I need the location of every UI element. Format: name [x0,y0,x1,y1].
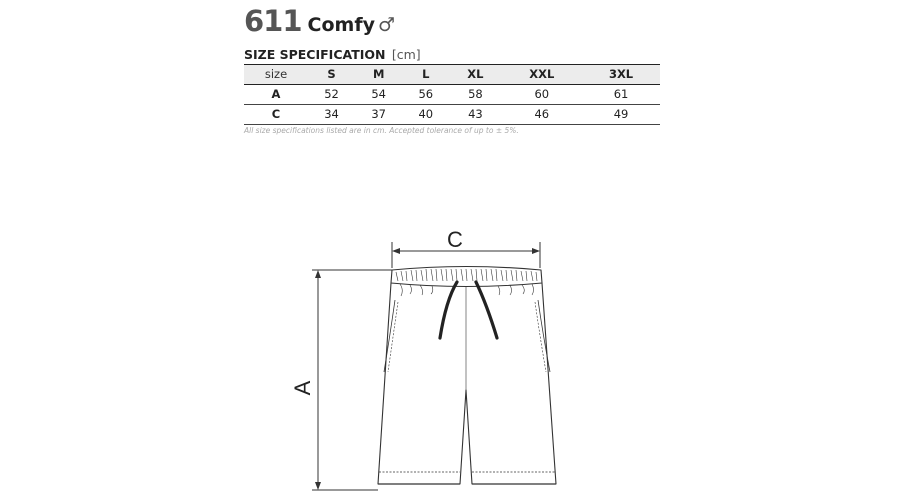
table-cell: 46 [534,107,550,121]
column-header: XL [467,67,484,81]
table-cell: 43 [468,107,483,121]
dimension-a [312,269,392,491]
male-symbol-icon: ♂ [378,14,396,36]
size-spec-title-text: SIZE SPECIFICATION [244,47,386,62]
table-cell: 40 [418,107,434,121]
table-cell: 54 [371,87,386,101]
row-label: A [271,87,281,101]
size-table: size S M L XL XXL 3XL A 52 54 56 58 60 6… [244,64,660,125]
table-cell: 60 [534,87,550,101]
table-cell: 49 [613,107,629,121]
column-header: M [372,67,385,81]
table-row: A 52 54 56 58 60 61 [244,85,660,105]
dimension-c [391,242,541,268]
size-spec-unit: [cm] [391,47,421,62]
table-cell: 58 [468,87,483,101]
table-cell: 56 [418,87,434,101]
table-cell: 37 [371,107,386,121]
dimension-label-c: C [447,227,463,252]
column-header: size [264,67,288,81]
product-code: 611 [244,4,303,38]
table-cell: 34 [324,107,339,121]
table-cell: 61 [613,87,629,101]
column-header: L [422,67,430,81]
row-label: C [271,107,281,121]
product-header: 611 Comfy ♂ [244,4,395,38]
column-header: S [327,67,336,81]
tolerance-note: All size specifications listed are in cm… [244,126,519,135]
product-name: Comfy [307,14,375,36]
column-header: XXL [529,67,555,81]
shorts-outline [377,265,557,485]
column-header: 3XL [608,67,634,81]
size-table-header-row: size S M L XL XXL 3XL [244,64,660,85]
drawstring [438,280,499,340]
dimension-label-a: A [290,380,315,395]
table-cell: 52 [324,87,339,101]
size-spec-title: SIZE SPECIFICATION [cm] [244,47,421,62]
table-row: C 34 37 40 43 46 49 [244,105,660,125]
